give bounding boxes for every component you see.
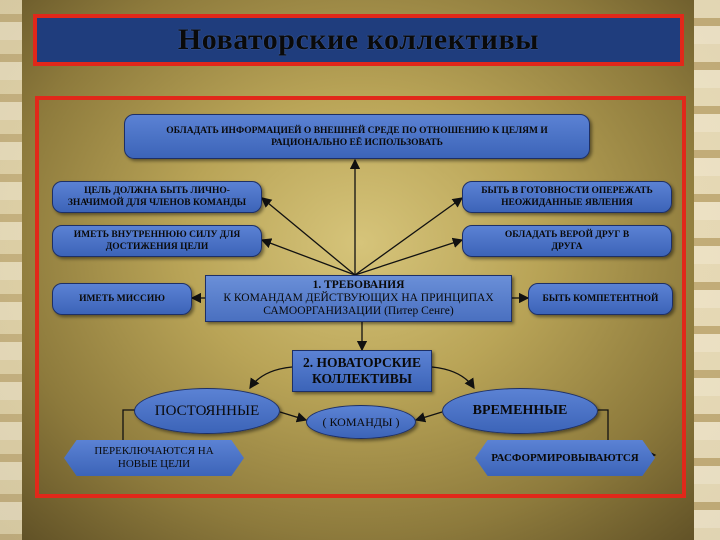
arrow-to-temporary <box>431 366 475 390</box>
box-external-info-label: ОБЛАДАТЬ ИНФОРМАЦИЕЙ О ВНЕШНЕЙ СРЕДЕ ПО … <box>166 125 548 148</box>
right-border-decoration <box>694 0 720 540</box>
box-external-info: ОБЛАДАТЬ ИНФОРМАЦИЕЙ О ВНЕШНЕЙ СРЕДЕ ПО … <box>124 114 590 159</box>
box-trust: ОБЛАДАТЬ ВЕРОЙ ДРУГ В ДРУГА <box>462 225 672 257</box>
ellipse-temporary: ВРЕМЕННЫЕ <box>442 388 598 434</box>
arrow-to-right1 <box>354 197 464 276</box>
box-switch-goals: ПЕРЕКЛЮЧАЮТСЯ НА НОВЫЕ ЦЕЛИ <box>64 440 244 476</box>
arrow-to-teams-right <box>414 411 443 423</box>
slide-title: Новаторские коллективы <box>177 23 540 56</box>
arrow-to-left2 <box>260 238 356 276</box>
box-personal-goal-label: ЦЕЛЬ ДОЛЖНА БЫТЬ ЛИЧНО-ЗНАЧИМОЙ ДЛЯ ЧЛЕН… <box>67 186 247 208</box>
box-mission-label: ИМЕТЬ МИССИЮ <box>79 294 165 304</box>
disband-label: РАСФОРМИРОВЫВАЮТСЯ <box>491 451 639 464</box>
title-banner: Новаторские коллективы <box>33 14 684 66</box>
requirements-line2: К КОМАНДАМ ДЕЙСТВУЮЩИХ НА ПРИНЦИПАХ <box>223 292 494 304</box>
ellipse-permanent: ПОСТОЯННЫЕ <box>134 388 280 434</box>
box-inner-strength-label: ИМЕТЬ ВНУТРЕННЮЮ СИЛУ ДЛЯ ДОСТИЖЕНИЯ ЦЕЛ… <box>73 230 241 252</box>
teams-label: ( КОМАНДЫ ) <box>322 414 400 429</box>
temporary-label: ВРЕМЕННЫЕ <box>472 403 568 418</box>
box-innovative-teams: 2. НОВАТОРСКИЕ КОЛЛЕКТИВЫ <box>292 350 432 392</box>
ellipse-teams: ( КОМАНДЫ ) <box>306 405 416 439</box>
box-competent-label: БЫТЬ КОМПЕТЕНТНОЙ <box>542 294 659 304</box>
left-border-decoration <box>0 0 22 540</box>
box-personal-goal: ЦЕЛЬ ДОЛЖНА БЫТЬ ЛИЧНО-ЗНАЧИМОЙ ДЛЯ ЧЛЕН… <box>52 181 262 213</box>
arrow-to-right2 <box>354 237 464 276</box>
arrow-to-permanent <box>249 366 293 390</box>
switch-goals-label: ПЕРЕКЛЮЧАЮТСЯ НА НОВЫЕ ЦЕЛИ <box>94 445 214 470</box>
box-anticipate-label: БЫТЬ В ГОТОВНОСТИ ОПЕРЕЖАТЬ НЕОЖИДАННЫЕ … <box>481 186 653 208</box>
box-mission: ИМЕТЬ МИССИЮ <box>52 283 192 315</box>
box-inner-strength: ИМЕТЬ ВНУТРЕННЮЮ СИЛУ ДЛЯ ДОСТИЖЕНИЯ ЦЕЛ… <box>52 225 262 257</box>
requirements-heading: 1. ТРЕБОВАНИЯ <box>312 279 405 291</box>
permanent-label: ПОСТОЯННЫЕ <box>154 403 260 419</box>
box-disband: РАСФОРМИРОВЫВАЮТСЯ <box>475 440 655 476</box>
box-competent: БЫТЬ КОМПЕТЕНТНОЙ <box>528 283 673 315</box>
box-anticipate: БЫТЬ В ГОТОВНОСТИ ОПЕРЕЖАТЬ НЕОЖИДАННЫЕ … <box>462 181 672 213</box>
box-requirements: 1. ТРЕБОВАНИЯ К КОМАНДАМ ДЕЙСТВУЮЩИХ НА … <box>205 275 512 322</box>
requirements-line3: САМООРГАНИЗАЦИИ (Питер Сенге) <box>263 305 454 317</box>
arrow-to-left1 <box>260 197 356 276</box>
arrow-to-teams-left <box>279 411 308 423</box>
innovative-teams-label: 2. НОВАТОРСКИЕ КОЛЛЕКТИВЫ <box>303 355 421 386</box>
box-trust-label: ОБЛАДАТЬ ВЕРОЙ ДРУГ В ДРУГА <box>504 230 630 252</box>
diagram-frame <box>35 96 686 498</box>
